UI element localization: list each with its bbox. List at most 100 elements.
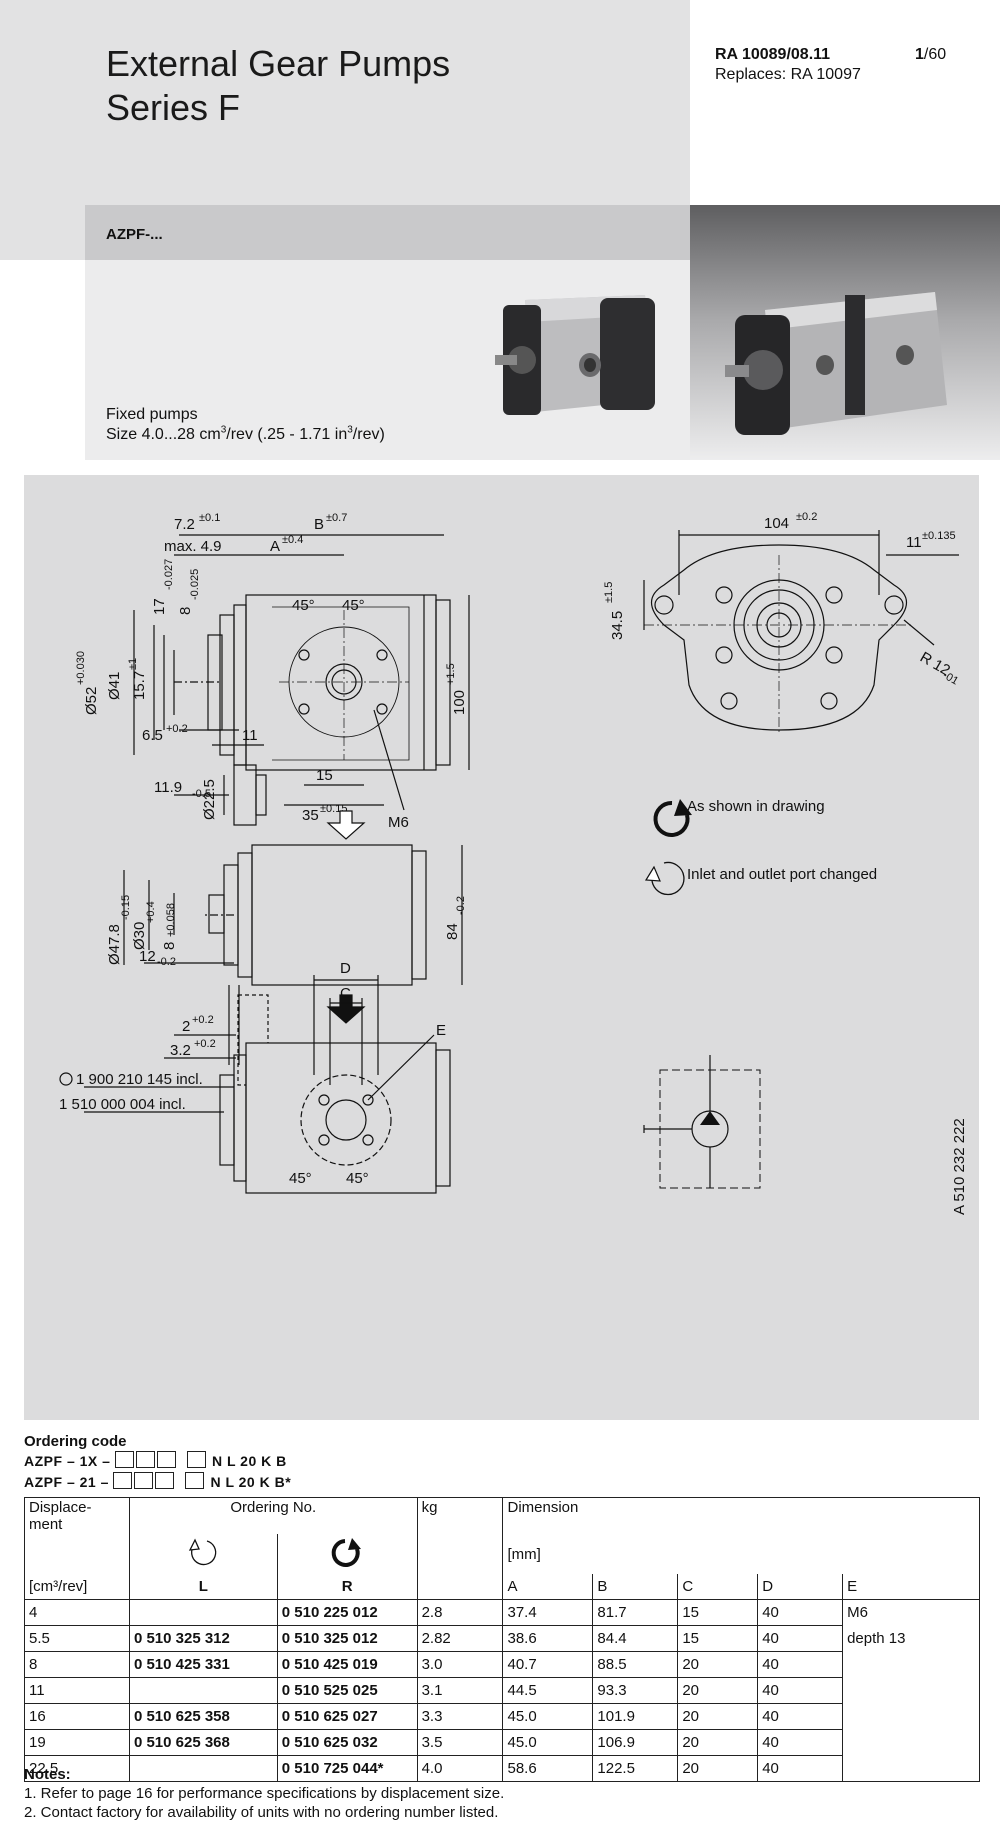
dim-12-tol: -0.2	[157, 956, 176, 968]
ordering-code-title: Ordering code	[24, 1433, 127, 1450]
table-cell-d: 40	[757, 1651, 844, 1678]
header-d: D	[757, 1574, 844, 1600]
table-cell-kg: 3.5	[416, 1729, 504, 1756]
table-cell-r: 0 510 625 027	[276, 1703, 418, 1730]
header-e: E	[842, 1574, 980, 1600]
side-view-bottom	[84, 975, 451, 1194]
table-cell-disp: 8	[24, 1651, 130, 1678]
side-view-top	[133, 534, 470, 811]
table-cell-r: 0 510 725 044*	[276, 1755, 418, 1782]
product-band-label: AZPF-...	[106, 226, 163, 243]
product-band	[85, 205, 690, 260]
dim-84: 84	[444, 923, 461, 940]
table-cell-b: 88.5	[592, 1651, 679, 1678]
notes-title: Notes:	[24, 1766, 71, 1783]
header-ordering-no: Ordering No.	[128, 1497, 418, 1534]
header-displacement: Displace-ment	[24, 1497, 130, 1534]
dim-2: 2	[182, 1018, 190, 1035]
dim-11-9: 11.9	[154, 779, 182, 796]
rotation-cw-icon	[653, 799, 692, 837]
table-cell-e	[842, 1729, 980, 1756]
dim-8-b: 8	[161, 942, 178, 950]
dim-8-b-tol: +0.058	[165, 903, 177, 937]
dim-35: 35	[302, 807, 319, 824]
table-cell-e	[842, 1677, 980, 1704]
table-cell-d: 40	[757, 1677, 844, 1704]
table-cell-c: 20	[677, 1677, 759, 1704]
part-oring-label: 1 900 210 145 incl.	[76, 1071, 203, 1088]
description-line-2: Size 4.0...28 cm3/rev (.25 - 1.71 in3/re…	[106, 424, 385, 443]
dim-34-5-tol: ±1.5	[603, 582, 615, 603]
dim-6-5: 6.5	[142, 727, 163, 744]
code-box	[114, 1451, 134, 1468]
table-cell-a: 45.0	[502, 1729, 594, 1756]
dim-e: E	[436, 1022, 446, 1039]
dim-30-tol: +0.4	[145, 901, 157, 923]
dim-15-7-tol: ±1	[127, 658, 139, 670]
code-box	[186, 1451, 206, 1468]
document-number: RA 10089/08.11	[715, 46, 831, 63]
code-box	[135, 1451, 155, 1468]
header-c: C	[677, 1574, 759, 1600]
table-cell-disp: 11	[24, 1677, 130, 1704]
code-box	[155, 1472, 175, 1489]
header-dimension: Dimension	[502, 1497, 980, 1534]
header-l: L	[128, 1574, 278, 1600]
table-cell-l	[128, 1755, 278, 1782]
table-cell-l	[128, 1677, 278, 1704]
table-cell-l: 0 510 325 312	[128, 1625, 278, 1652]
o-ring-icon	[59, 1072, 73, 1086]
dim-b: B	[314, 516, 324, 533]
table-cell-disp: 22.5	[24, 1755, 130, 1782]
table-cell-b: 84.4	[592, 1625, 679, 1652]
dim-22-5: Ø22.5	[201, 779, 218, 820]
code-box	[134, 1472, 154, 1489]
note-2: 2. Contact factory for availability of u…	[24, 1804, 499, 1821]
table-cell-d: 40	[757, 1703, 844, 1730]
dim-a-tol: ±0.4	[282, 534, 303, 546]
table-cell-b: 93.3	[592, 1677, 679, 1704]
rotation-ccw-label: Inlet and outlet port changed	[687, 866, 877, 883]
drawing-code: A 510 232 222	[951, 1118, 968, 1215]
page-total: /60	[923, 46, 947, 63]
table-cell-r: 0 510 625 032	[276, 1729, 418, 1756]
dim-104-tol: ±0.2	[796, 511, 817, 523]
dim-6-5-tol: +0.2	[166, 723, 188, 735]
table-cell-l	[128, 1599, 278, 1626]
table-cell-d: 40	[757, 1599, 844, 1626]
note-1: 1. Refer to page 16 for performance spec…	[24, 1785, 505, 1802]
rotation-ccw-icon	[644, 861, 685, 896]
table-cell-b: 106.9	[592, 1729, 679, 1756]
header-a: A	[502, 1574, 594, 1600]
ordering-code-line-2: AZPF – 21 – N L 20 K B*	[24, 1472, 292, 1490]
dim-11-right-tol: ±0.135	[922, 530, 956, 542]
dim-3-2-tol: +0.2	[194, 1038, 216, 1050]
part-seal-label: 1 510 000 004 incl.	[59, 1096, 186, 1113]
dim-30: Ø30	[131, 922, 148, 950]
table-cell-b: 81.7	[592, 1599, 679, 1626]
table-cell-c: 20	[677, 1651, 759, 1678]
dim-17-tol: -0.027	[163, 559, 175, 590]
table-cell-e	[842, 1755, 980, 1782]
rotation-cw-icon	[331, 1538, 362, 1567]
dim-104: 104	[764, 515, 789, 532]
table-cell-c: 20	[677, 1755, 759, 1782]
table-cell-r: 0 510 425 019	[276, 1651, 418, 1678]
dim-45-a: 45°	[292, 597, 315, 614]
dim-d: D	[340, 960, 351, 977]
dim-17: 17	[151, 598, 168, 615]
table-cell-b: 122.5	[592, 1755, 679, 1782]
table-cell-kg: 3.3	[416, 1703, 504, 1730]
dim-b-tol: ±0.7	[326, 512, 347, 524]
ordering-code-line-1: AZPF – 1X – N L 20 K B	[24, 1451, 287, 1469]
dim-8-tol: -0.025	[189, 569, 201, 600]
header-mm: [mm]	[502, 1534, 980, 1574]
code-box	[113, 1472, 133, 1489]
